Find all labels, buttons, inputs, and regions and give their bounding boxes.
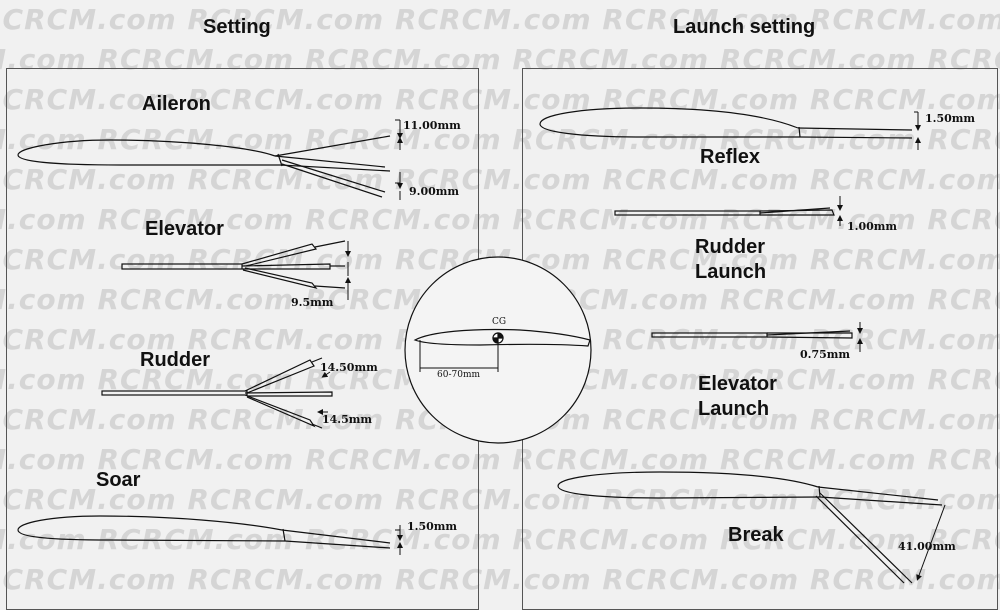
cg-label: CG — [492, 317, 507, 327]
reflex-dimension-lines — [914, 111, 921, 150]
soar-dimension-lines — [395, 525, 403, 555]
rudder-launch-label-line2: Launch — [695, 261, 767, 283]
break-airfoil — [557, 471, 943, 584]
elevator-profile — [121, 240, 346, 290]
launch-setting-heading: Launch setting — [673, 16, 816, 38]
aileron-airfoil — [17, 135, 391, 198]
rudder-dim-down: 14.5mm — [322, 413, 373, 426]
elevator-launch-label-line2: Launch — [698, 398, 770, 420]
soar-airfoil — [17, 515, 391, 549]
elevator-label: Elevator — [145, 218, 224, 240]
elevator-dim: 9.5mm — [291, 296, 334, 309]
soar-dim: 1.50mm — [407, 520, 458, 533]
rudder-launch-dim: 1.00mm — [847, 220, 898, 233]
aileron-dim-down: 9.00mm — [409, 185, 460, 198]
rudder-label: Rudder — [140, 349, 210, 371]
setting-heading: Setting — [203, 16, 271, 38]
reflex-label: Reflex — [700, 146, 761, 168]
reflex-dim: 1.50mm — [925, 112, 976, 125]
rudder-launch-profile — [614, 207, 835, 216]
rudder-dimension-lines — [317, 371, 331, 415]
cg-dim: 60-70mm — [437, 370, 481, 380]
rudder-launch-label-line1: Rudder — [695, 236, 765, 258]
break-label: Break — [728, 524, 784, 546]
elevator-launch-dim: 0.75mm — [800, 348, 851, 361]
elevator-launch-profile — [651, 330, 853, 339]
break-dimension-lines — [916, 504, 946, 581]
cg-detail-circle — [404, 256, 592, 444]
reflex-airfoil — [539, 107, 913, 139]
aileron-label: Aileron — [142, 93, 211, 115]
break-dim: 41.00mm — [898, 540, 956, 553]
aileron-dimension-lines — [395, 119, 403, 200]
soar-label: Soar — [96, 469, 141, 491]
aileron-dim-up: 11.00mm — [403, 119, 461, 132]
elevator-launch-label-line1: Elevator — [698, 373, 777, 395]
rudder-profile — [101, 357, 333, 429]
rudder-dim-up: 14.50mm — [320, 361, 378, 374]
